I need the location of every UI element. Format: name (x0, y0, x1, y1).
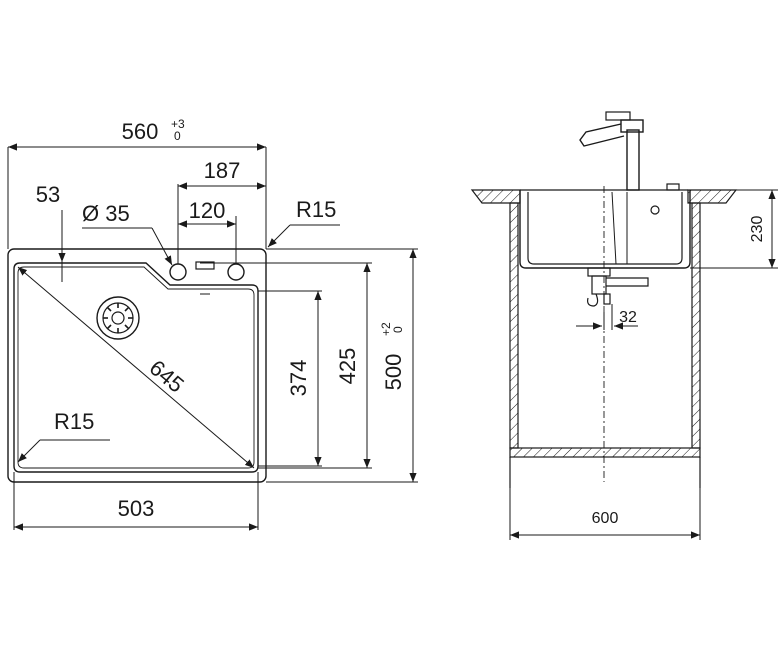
tap-hole-left (169, 263, 187, 281)
cabinet-wall-left (509, 202, 519, 449)
tap-icon (579, 111, 680, 191)
sink-outer-outline (7, 248, 267, 483)
dim-edge-offset: 53 (36, 182, 60, 207)
top-view: 560 +3 0 187 120 Ø 35 53 R15 645 R15 (7, 117, 418, 531)
dim-bowl-width: 503 (118, 496, 155, 521)
cabinet-wall-right (691, 202, 701, 449)
dim-overall-depth-tol-upper: +2 (379, 322, 393, 336)
overflow-icon (650, 205, 660, 215)
dim-tap-offset: 187 (204, 158, 241, 183)
dim-bowl-height: 230 (749, 216, 766, 243)
drain-icon (96, 296, 140, 340)
side-view: 32 230 600 (470, 111, 778, 540)
dim-overall-width: 560 (122, 119, 159, 144)
tap-hole-right (227, 263, 245, 281)
dim-overall-width-tol-lower: 0 (174, 129, 181, 143)
dim-corner-radius-inner: R15 (54, 409, 94, 434)
dim-overall-width-tol-upper: +3 (171, 117, 185, 131)
bowl-outline (13, 262, 259, 473)
bowl-section (527, 192, 683, 265)
dim-diagonal: 645 (145, 355, 189, 398)
dim-hole-diameter: Ø 35 (82, 201, 130, 226)
drain-trap-icon (587, 267, 649, 307)
dim-bowl-depth: 374 (286, 360, 311, 397)
dim-cabinet-width: 600 (592, 510, 619, 527)
worktop-right (687, 189, 738, 204)
dim-corner-radius-outer: R15 (296, 197, 336, 222)
sink-body-section (519, 190, 691, 269)
dim-hole-spacing: 120 (189, 198, 226, 223)
dim-overall-depth: 500 (381, 354, 406, 391)
cabinet-base (509, 447, 701, 458)
dim-bowl-length: 425 (335, 348, 360, 385)
worktop-left (470, 189, 521, 204)
dim-drain-offset: 32 (619, 309, 637, 326)
dim-overall-depth-tol-lower: 0 (391, 326, 405, 333)
